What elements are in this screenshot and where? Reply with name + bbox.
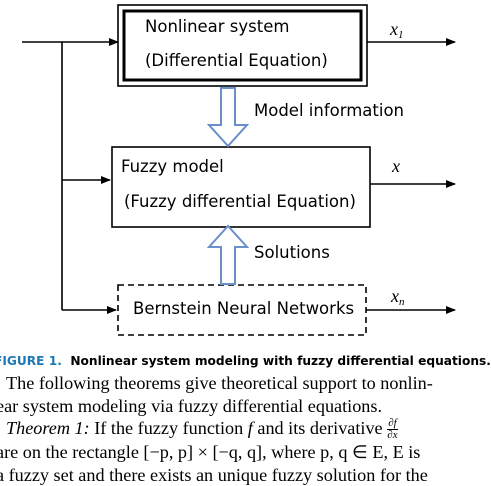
solutions-label: Solutions — [254, 243, 330, 262]
body-line-3: Theorem 1: If the fuzzy function f and i… — [6, 417, 398, 442]
body-line-1: The following theorems give theoretical … — [6, 373, 433, 393]
diagram — [22, 4, 456, 336]
box1-line1: Nonlinear system — [145, 17, 290, 36]
hollow-arrow-down — [206, 87, 250, 148]
body-line-4: are on the rectangle [−p, p] × [−q, q], … — [0, 442, 421, 463]
model-information-label: Model information — [254, 101, 405, 120]
theorem-label: Theorem 1: — [6, 418, 90, 438]
box-fuzzy-model — [111, 146, 371, 228]
box3-line1: Bernstein Neural Networks — [133, 299, 355, 318]
box2-line2: (Fuzzy differential Equation) — [124, 192, 356, 211]
caption-text: Nonlinear system modeling with fuzzy dif… — [70, 354, 491, 368]
figure-label: FIGURE 1. — [0, 354, 62, 368]
figure-caption: FIGURE 1. Nonlinear system modeling with… — [0, 354, 491, 368]
output-x: x — [392, 156, 400, 176]
box2-line1: Fuzzy model — [121, 157, 224, 176]
derivative-fraction: ∂f∂x — [387, 417, 398, 442]
input-line — [22, 41, 63, 310]
output-x1: x1 — [390, 19, 404, 41]
box-nonlinear-system — [117, 4, 368, 87]
body-line-2: ear system modeling via fuzzy differenti… — [0, 395, 383, 416]
body-line-5: a fuzzy set and there exists an unique f… — [0, 464, 428, 485]
box1-line2: (Differential Equation) — [145, 51, 328, 70]
output-xn: xn — [391, 286, 405, 308]
hollow-arrow-up — [206, 224, 250, 285]
body-text: The following theorems give theoretical … — [0, 372, 474, 486]
